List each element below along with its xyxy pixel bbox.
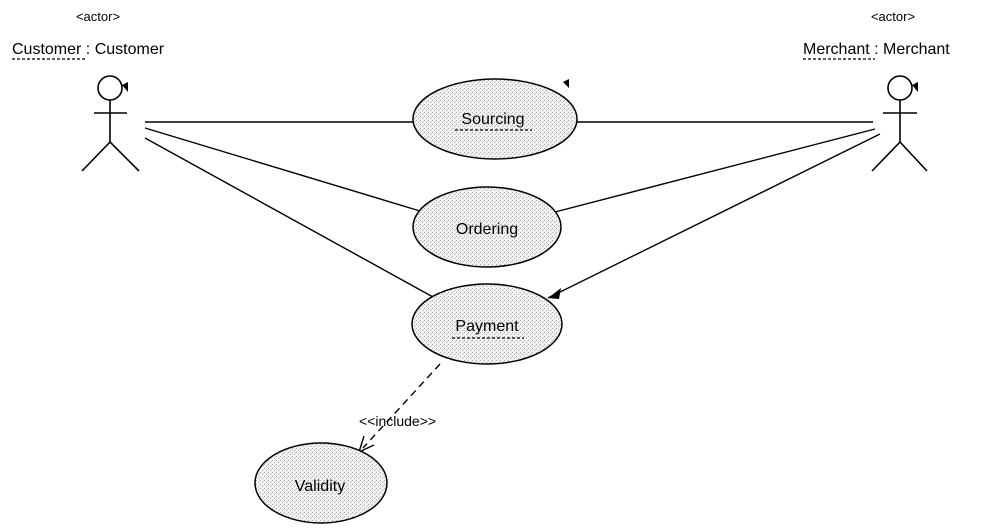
merchant-stick-figure <box>871 75 928 172</box>
actor-customer-label: Customer : Customer <box>12 41 165 58</box>
usecase-validity[interactable]: Validity <box>254 442 388 524</box>
usecase-sourcing-marker-icon <box>563 79 569 88</box>
actor-customer-stereotype: <actor> <box>76 9 120 24</box>
actor-merchant-name: Merchant <box>803 41 870 58</box>
usecase-validity-ellipse[interactable] <box>254 442 388 524</box>
usecase-sourcing-ellipse[interactable] <box>412 78 578 160</box>
associations <box>144 121 881 454</box>
actor-customer-separator: : <box>81 41 94 58</box>
actor-merchant-stereotype: <actor> <box>871 9 915 24</box>
actor-customer[interactable]: <actor> Customer : Customer <box>12 9 165 172</box>
customer-marker-icon <box>122 82 128 92</box>
payment-association-arrowhead <box>548 288 561 299</box>
customer-head <box>97 75 123 101</box>
usecase-payment-label: Payment <box>455 318 519 335</box>
usecase-sourcing[interactable]: Sourcing <box>412 78 578 160</box>
association-customer-payment[interactable] <box>144 137 434 298</box>
actor-merchant-type: Merchant <box>883 41 950 58</box>
actor-merchant-separator: : <box>870 41 883 58</box>
association-customer-ordering[interactable] <box>144 127 421 212</box>
usecase-ordering-label: Ordering <box>456 221 518 238</box>
actor-merchant[interactable]: <actor> Merchant : Merchant <box>803 9 950 172</box>
include-dependency[interactable] <box>362 363 441 449</box>
merchant-marker-icon <box>912 82 918 92</box>
actor-merchant-label: Merchant : Merchant <box>803 41 950 58</box>
association-merchant-payment[interactable] <box>547 133 881 299</box>
usecase-payment[interactable]: Payment <box>411 283 563 365</box>
customer-stick-figure <box>81 75 140 172</box>
actor-customer-type: Customer <box>95 41 165 58</box>
usecase-ordering-ellipse[interactable] <box>412 186 562 268</box>
actor-customer-name: Customer <box>12 41 82 58</box>
usecase-ordering[interactable]: Ordering <box>412 186 562 268</box>
association-merchant-ordering[interactable] <box>554 128 876 213</box>
usecase-validity-label: Validity <box>295 478 345 495</box>
include-label: <<include>> <box>359 413 436 429</box>
usecase-sourcing-label: Sourcing <box>461 111 524 128</box>
merchant-head <box>887 75 913 101</box>
usecase-payment-ellipse[interactable] <box>411 283 563 365</box>
